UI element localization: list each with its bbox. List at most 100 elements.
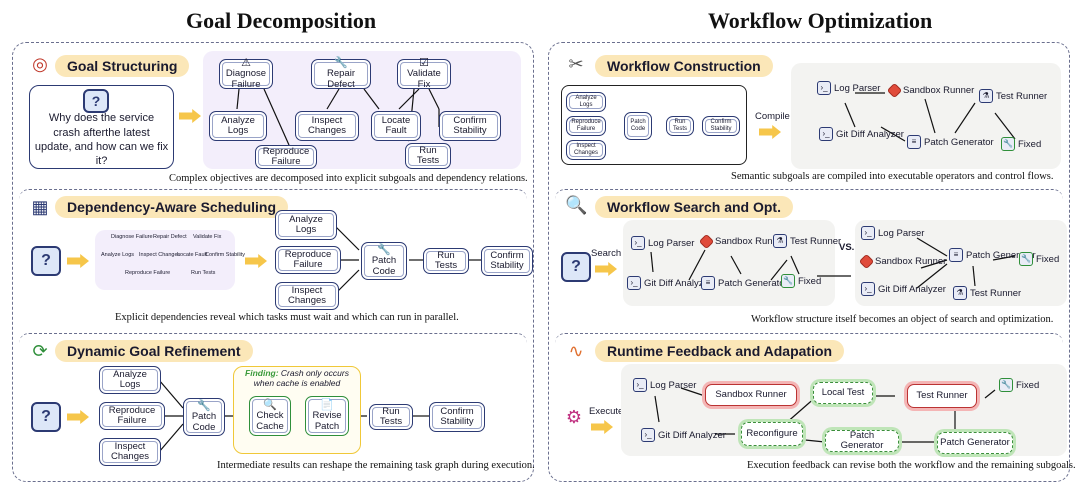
node-analyze-logs: Analyze Logs (275, 210, 337, 240)
node-confirm-stability: Confirm Stability (429, 402, 485, 432)
node-repair-defect: 🔧Repair Defect (311, 58, 371, 90)
node-run-tests: Run Tests (405, 143, 451, 169)
node-label: Run Tests (434, 249, 458, 271)
section-title: Dependency-Aware Scheduling (55, 196, 289, 218)
node-reproduce-failure: Reproduce Failure (99, 402, 165, 430)
op-sandbox-runner: Sandbox Runner (858, 253, 947, 270)
execute-label: Execute (589, 406, 624, 417)
op-patch-generator-2: Patch Generator (937, 432, 1013, 454)
robot-question-icon: ? (31, 402, 61, 432)
node-label: Check Cache (256, 410, 284, 432)
op-label: Local Test (821, 386, 865, 398)
yellow-arrow-icon (591, 420, 613, 434)
caption: Intermediate results can reshape the rem… (217, 460, 535, 471)
terminal-icon: ›_ (819, 127, 833, 141)
node-label: Run Tests (416, 144, 440, 166)
op-label: Patch Generator (940, 436, 1010, 448)
node-label: Diagnose Failure (225, 68, 267, 90)
node-revise-patch: 📄Revise Patch (305, 396, 349, 436)
node-reproduce-failure: Reproduce Failure (275, 246, 341, 274)
op-log-parser: ›_Log Parser (631, 236, 694, 250)
node-label: Reproduce Failure (108, 404, 156, 426)
goal-decomposition-panel: ◎ Goal Structuring Why does the service … (12, 42, 535, 482)
caption: Semantic subgoals are compiled into exec… (731, 171, 1054, 182)
question-text: Why does the service crash afterthe late… (34, 112, 169, 168)
mini-node-label: Diagnose Failure (111, 234, 153, 240)
caption: Explicit dependencies reveal which tasks… (115, 312, 459, 323)
robot-question-icon: ? (31, 246, 61, 276)
terminal-icon: ›_ (627, 276, 641, 290)
node-run-tests: Run Tests (369, 404, 413, 430)
op-sandbox-runner: Sandbox Runner (705, 384, 797, 406)
section-title: Runtime Feedback and Adapation (595, 340, 845, 362)
node-label: Run Tests (379, 405, 403, 427)
op-label: Git Diff Analyzer (644, 277, 712, 289)
node-inspect-changes: Inspect Changes (275, 282, 339, 310)
node-label: Inspect Changes (573, 143, 599, 156)
op-sandbox-runner: Sandbox Runner (886, 82, 974, 99)
magnifier-icon: 🔍 (565, 195, 588, 215)
workflow-a (623, 220, 835, 306)
node-label: Inspect Changes (307, 114, 347, 136)
op-fixed: 🔧Fixed (1001, 137, 1041, 151)
goal-decomposition-title: Goal Decomposition (186, 8, 377, 33)
op-label: Patch Generator (718, 277, 788, 289)
mini-node: Inspect Changes (566, 140, 606, 160)
op-reconfigure: Reconfigure (741, 422, 803, 446)
terminal-icon: ›_ (641, 428, 655, 442)
op-label: Test Runner (790, 235, 842, 247)
mini-node-label: Validate Fix (193, 234, 222, 240)
mini-graph: Diagnose Failure Repair Defect Validate … (95, 230, 245, 290)
op-sandbox-runner: Sandbox Runner (698, 233, 786, 250)
terminal-icon: ›_ (861, 282, 875, 296)
node-patch-code: 🔧Patch Code (183, 398, 225, 436)
node-label: Reproduce Failure (262, 145, 310, 167)
document-icon: ≡ (701, 276, 715, 290)
runtime-feedback-section: ∿ Runtime Feedback and Adapation ⚙ Execu… (555, 333, 1076, 477)
mini-node-label: Run Tests (191, 270, 216, 276)
op-test-runner: Test Runner (907, 384, 977, 408)
document-icon: ≡ (949, 248, 963, 262)
compile-label: Compile (755, 111, 790, 122)
op-log-parser: ›_Log Parser (633, 378, 696, 392)
finding-label: Finding: (245, 368, 279, 378)
heartbeat-icon: ∿ (568, 341, 584, 361)
dependency-aware-scheduling-section: ▦ Dependency-Aware Scheduling ? Diagnose… (19, 189, 533, 331)
node-label: Patch Code (191, 411, 217, 433)
target-icon: ◎ (32, 54, 48, 74)
terminal-icon: ›_ (817, 81, 831, 95)
caption: Execution feedback can revise both the w… (747, 460, 1076, 471)
mini-node-label: Locate Fault (177, 252, 208, 258)
op-label: Test Runner (916, 389, 968, 401)
op-fixed: 🔧Fixed (1019, 252, 1059, 266)
op-label: Sandbox Runner (875, 256, 947, 267)
op-fixed: 🔧Fixed (999, 378, 1039, 392)
section-title: Goal Structuring (55, 55, 190, 77)
node-label: Confirm Stability (453, 114, 487, 136)
op-label: Fixed (1036, 253, 1060, 265)
terminal-icon: ›_ (631, 236, 645, 250)
robot-question-icon: ? (83, 89, 109, 113)
flask-icon: ⚗ (773, 234, 787, 248)
node-label: Inspect Changes (287, 284, 327, 306)
op-patch-generator: ≡Patch Generator (907, 135, 994, 149)
workflow-construction-section: ✂ Workflow Construction Analyze Logs Rep… (555, 47, 1063, 187)
node-label: Inspect Changes (110, 440, 150, 462)
node-confirm-stability: Confirm Stability (481, 246, 533, 276)
tools-icon: ✂ (568, 54, 584, 74)
op-label: Reconfigure (746, 427, 798, 439)
mini-node: Confirm Stability (702, 116, 740, 136)
node-label: Analyze Logs (289, 213, 323, 235)
mini-node-label: Repair Defect (153, 234, 187, 240)
op-test-runner: ⚗Test Runner (979, 89, 1047, 103)
node-label: Analyze Logs (575, 95, 597, 108)
refresh-icon: ⟳ (32, 341, 48, 361)
node-analyze-logs: Analyze Logs (209, 111, 267, 141)
node-label: Repair Defect (327, 68, 355, 90)
flask-icon: ⚗ (953, 286, 967, 300)
wrench-icon: 🔧 (377, 244, 391, 257)
node-label: Patch Code (371, 255, 397, 277)
op-label: Log Parser (650, 379, 697, 391)
yellow-arrow-icon (759, 125, 781, 139)
